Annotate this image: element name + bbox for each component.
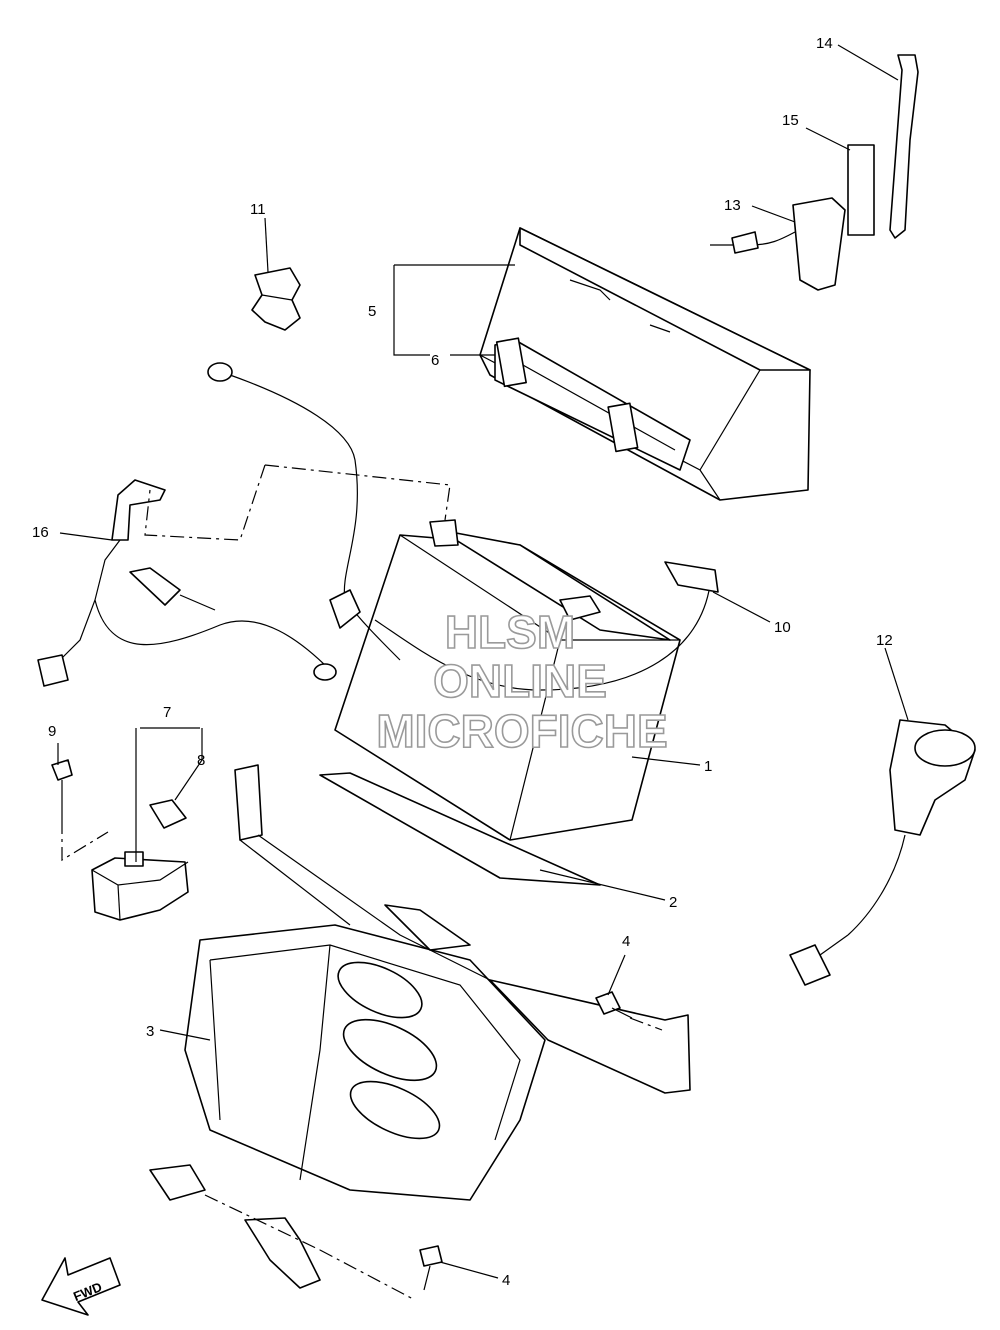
part-label-12: 12 <box>876 632 893 649</box>
part-labels: 1 2 3 4 4 5 6 7 8 9 10 11 12 13 14 15 16 <box>32 35 893 1289</box>
watermark-line1: HLSM <box>445 606 575 658</box>
bolt-upper <box>595 991 633 1019</box>
part-label-6: 6 <box>431 352 439 369</box>
part-label-14: 14 <box>816 35 833 52</box>
cable-clamp <box>251 267 301 331</box>
assembly-lines <box>61 464 663 1301</box>
part-label-13: 13 <box>724 197 741 214</box>
part-label-1: 1 <box>704 758 712 775</box>
part-label-7: 7 <box>163 704 171 721</box>
part-label-4-lower: 4 <box>502 1272 510 1289</box>
battery-box <box>149 764 691 1289</box>
cable-tie <box>889 54 919 239</box>
relay-bolt <box>51 759 73 820</box>
watermark: HLSM ONLINE MICROFICHE <box>376 605 669 758</box>
part-label-9: 9 <box>48 723 56 740</box>
part-label-16: 16 <box>32 524 49 541</box>
part-label-11: 11 <box>250 201 266 218</box>
watermark-line3: MICROFICHE <box>376 705 667 757</box>
battery-cable-positive <box>374 561 719 691</box>
battery-strap <box>494 337 691 471</box>
starter-relay <box>91 851 189 921</box>
part-label-15: 15 <box>782 112 799 129</box>
fuse <box>149 799 187 829</box>
part-label-3: 3 <box>146 1023 154 1040</box>
battery-cable-negative <box>207 362 401 661</box>
part-label-8: 8 <box>197 752 205 769</box>
part-label-5: 5 <box>368 303 376 320</box>
battery-cover <box>479 227 811 501</box>
forward-arrow-icon: FWD <box>41 1257 121 1316</box>
dc-socket <box>789 719 976 986</box>
watermark-line2: ONLINE <box>433 655 607 707</box>
part-label-10: 10 <box>774 619 791 636</box>
sub-wire-harness <box>37 479 337 687</box>
tape-strip <box>847 144 875 236</box>
part-label-4-upper: 4 <box>622 933 630 950</box>
leader-lines <box>57 44 909 1279</box>
part-label-2: 2 <box>669 894 677 911</box>
dc-socket-cover <box>710 197 846 291</box>
bolt-lower <box>419 1245 443 1291</box>
